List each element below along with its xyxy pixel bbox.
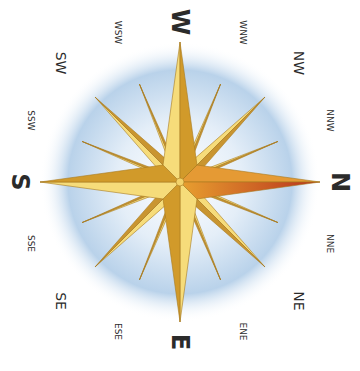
direction-label: NNE xyxy=(325,234,334,253)
sky-glow xyxy=(40,42,320,322)
compass-point xyxy=(40,182,180,199)
compass-point xyxy=(163,42,180,182)
compass-point xyxy=(40,165,180,182)
cardinal-label: W xyxy=(168,9,192,35)
cardinal-label: E xyxy=(168,334,192,350)
direction-label: ENE xyxy=(237,323,246,341)
direction-label: WNW xyxy=(237,20,246,45)
compass-point xyxy=(180,182,320,199)
direction-label: NE xyxy=(292,291,306,310)
direction-label: SSE xyxy=(26,235,35,252)
direction-label: ESE xyxy=(114,323,123,340)
direction-label: NW xyxy=(292,51,306,75)
direction-label: SW xyxy=(54,52,68,75)
direction-label: WSW xyxy=(113,21,122,45)
compass-point xyxy=(163,182,180,322)
compass-point xyxy=(180,182,197,322)
compass-hub xyxy=(176,178,184,186)
direction-label: SE xyxy=(54,292,68,310)
compass-point xyxy=(180,165,320,182)
direction-label: SSW xyxy=(26,110,35,130)
direction-label: NNW xyxy=(325,109,334,131)
cardinal-label: N xyxy=(328,172,352,192)
compass-point xyxy=(180,42,197,182)
cardinal-label: S xyxy=(8,173,32,190)
